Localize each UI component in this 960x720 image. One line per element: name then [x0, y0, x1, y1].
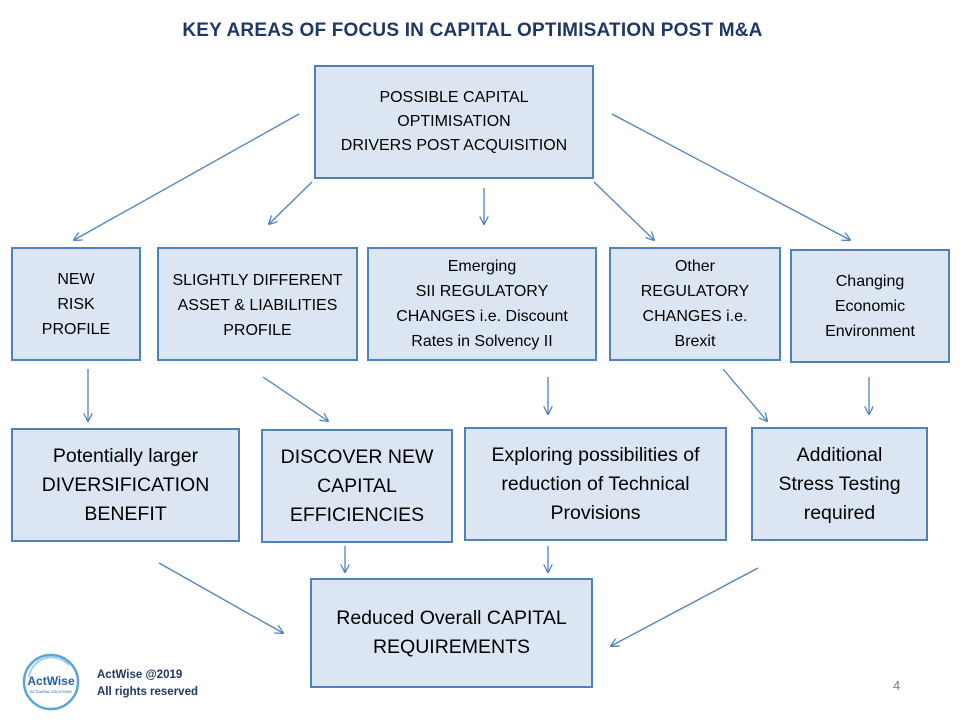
- driver-box-new-risk-profile: NEW RISK PROFILE: [11, 247, 141, 361]
- driver-box-changing-economic-environment: Changing Economic Environment: [790, 249, 950, 363]
- box-line: SII REGULATORY: [415, 283, 549, 300]
- arrow-top-to-risk-profile: [74, 113, 300, 240]
- box-line: POSSIBLE CAPITAL: [379, 89, 529, 106]
- arrow-diversification-to-result: [158, 562, 283, 633]
- logo-tagline: ACTUARIAL SOLUTIONS: [30, 690, 72, 694]
- driver-box-asset-liabilities-profile: SLIGHTLY DIFFERENT ASSET & LIABILITIES P…: [157, 247, 358, 361]
- box-line: CHANGES i.e. Discount: [396, 308, 568, 325]
- box-line: reduction of Technical: [501, 473, 690, 495]
- box-line: Potentially larger: [52, 444, 199, 467]
- footer-line: All rights reserved: [97, 686, 198, 698]
- box-line: Brexit: [674, 333, 716, 350]
- box-line: Provisions: [550, 502, 641, 524]
- box-line: REQUIREMENTS: [372, 636, 531, 658]
- arrow-regulatory-to-stress-testing: [722, 368, 767, 421]
- box-line: Stress Testing: [778, 472, 901, 495]
- box-line: Environment: [825, 322, 915, 340]
- capital-drivers-box: POSSIBLE CAPITAL OPTIMISATION DRIVERS PO…: [314, 65, 594, 179]
- arrow-top-to-economic: [611, 113, 850, 240]
- box-line: Changing: [835, 272, 905, 290]
- box-line: Exploring possibilities of: [491, 444, 700, 466]
- box-line: DIVERSIFICATION: [41, 473, 210, 496]
- box-line: PROFILE: [223, 322, 292, 339]
- footer-copyright: ActWise @2019 All rights reserved: [97, 667, 198, 701]
- box-line: RISK: [57, 295, 95, 313]
- outcome-box-diversification-benefit: Potentially larger DIVERSIFICATION BENEF…: [11, 428, 240, 542]
- box-line: Economic: [834, 297, 906, 315]
- box-line: DISCOVER NEW: [280, 445, 434, 468]
- box-line: PROFILE: [41, 320, 111, 338]
- driver-box-other-regulatory-changes: Other REGULATORY CHANGES i.e. Brexit: [609, 247, 781, 361]
- actwise-logo: ActWise ACTUARIAL SOLUTIONS: [22, 653, 80, 711]
- slide-title: KEY AREAS OF FOCUS IN CAPITAL OPTIMISATI…: [182, 20, 763, 41]
- box-line: EFFICIENCIES: [289, 503, 425, 526]
- arrow-top-to-other-regulatory: [593, 181, 654, 240]
- outcome-box-technical-provisions: Exploring possibilities of reduction of …: [464, 427, 727, 541]
- driver-box-sii-regulatory-changes: Emerging SII REGULATORY CHANGES i.e. Dis…: [367, 247, 597, 361]
- box-line: ASSET & LIABILITIES: [177, 297, 338, 314]
- outcome-box-capital-efficiencies: DISCOVER NEW CAPITAL EFFICIENCIES: [261, 429, 453, 543]
- box-line: NEW: [57, 270, 95, 288]
- footer-line: ActWise @2019: [97, 669, 183, 681]
- box-line: required: [803, 501, 876, 524]
- arrow-asset-to-efficiencies: [262, 376, 328, 421]
- arrow-top-to-asset-liabilities: [269, 181, 313, 224]
- box-line: CAPITAL: [317, 474, 397, 497]
- page-number: 4: [893, 678, 901, 693]
- box-line: SLIGHTLY DIFFERENT: [172, 272, 343, 289]
- outcome-box-stress-testing: Additional Stress Testing required: [751, 427, 928, 541]
- box-line: REGULATORY: [640, 283, 750, 300]
- box-line: Rates in Solvency II: [411, 333, 553, 350]
- box-line: OPTIMISATION: [397, 113, 511, 130]
- box-line: Emerging: [447, 258, 517, 275]
- box-line: CHANGES i.e.: [642, 308, 748, 325]
- box-line: Additional: [796, 443, 883, 466]
- box-line: DRIVERS POST ACQUISITION: [340, 137, 568, 154]
- arrow-stress-testing-to-result: [611, 567, 759, 646]
- box-line: Reduced Overall CAPITAL: [336, 607, 567, 629]
- box-line: BENEFIT: [84, 502, 167, 525]
- result-box-reduced-capital-requirements: Reduced Overall CAPITAL REQUIREMENTS: [310, 578, 593, 688]
- logo-name: ActWise: [27, 674, 75, 688]
- box-line: Other: [674, 258, 715, 275]
